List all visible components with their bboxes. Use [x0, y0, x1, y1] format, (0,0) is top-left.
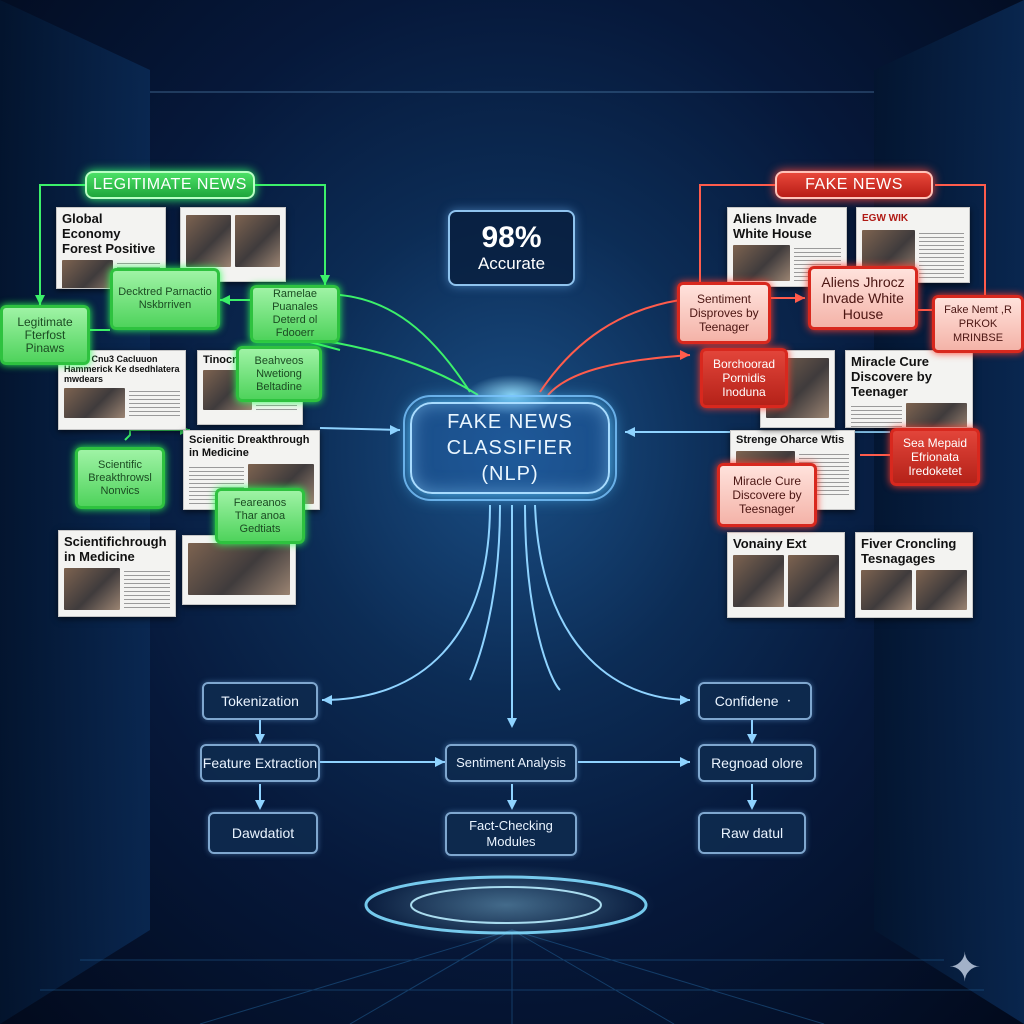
- article-photo: [861, 570, 912, 610]
- pipeline-tokenization: Tokenization: [202, 682, 318, 720]
- article-photo: [905, 403, 967, 427]
- classifier-line-3: (NLP): [481, 463, 539, 485]
- article-photo: [188, 543, 290, 595]
- article-headline: Global Economy Forest Positive: [62, 211, 156, 256]
- article-headline: Fiver Croncling Tesnagages: [861, 536, 957, 566]
- article-headline: Recnt Cnu3 Cacluuon Hammerick Ke dsedhla…: [64, 354, 180, 384]
- pipeline-sentiment-analysis: Sentiment Analysis: [445, 744, 577, 782]
- article-photo: [788, 555, 839, 607]
- fake-article-5: Vonainy Ext: [727, 532, 845, 618]
- legit-tag-3: Legitimate Fterfost Pinaws: [0, 305, 90, 365]
- fake-tag-4: Borchoorad Pornidis Inoduna: [700, 348, 788, 408]
- pipeline-raw-datul: Raw datul: [698, 812, 806, 854]
- accuracy-box: 98% Accurate: [448, 210, 575, 286]
- pipeline-dawdatiot: Dawdatiot: [208, 812, 318, 854]
- pipeline-fact-checking-modules: Fact-Checking Modules: [445, 812, 577, 856]
- fake-tag-6: Miracle Cure Discovere by Teesnager: [717, 463, 817, 527]
- legit-tag-6: Feareanos Thar anoa Gedtiats: [215, 488, 305, 544]
- accuracy-text: Accurate: [477, 254, 546, 273]
- fake-news-label: FAKE NEWS: [775, 171, 933, 199]
- fake-tag-2: Aliens Jhrocz Invade White House: [808, 266, 918, 330]
- fake-tag-3: Fake Nemt ,R PRKOK MRINBSE: [932, 295, 1024, 353]
- legit-tag-2: Ramelae Puanales Deterd ol Fdooerr: [250, 285, 340, 343]
- article-photo: [64, 568, 120, 610]
- article-text: [851, 403, 902, 427]
- fake-article-6: Fiver Croncling Tesnagages: [855, 532, 973, 618]
- fake-news-classifier: FAKE NEWS CLASSIFIER (NLP): [403, 395, 617, 501]
- legit-article-6: Scientifichrough in Medicine: [58, 530, 176, 617]
- article-photo: [186, 215, 231, 267]
- article-photo: [64, 388, 126, 418]
- article-headline: Miracle Cure Discovere by Teenager: [851, 354, 932, 399]
- article-photo: [733, 245, 790, 281]
- pipeline-regnoad-olore: Regnoad olore: [698, 744, 816, 782]
- pipeline-feature-extraction: Feature Extraction: [200, 744, 320, 782]
- classifier-line-1: FAKE NEWS: [447, 411, 573, 433]
- article-headline: Scientifichrough in Medicine: [64, 534, 167, 564]
- classifier-line-2: CLASSIFIER: [446, 437, 574, 459]
- legit-article-3: Recnt Cnu3 Cacluuon Hammerick Ke dsedhla…: [58, 350, 186, 430]
- sparkle-icon: ✦: [948, 946, 982, 990]
- fake-article-7: [760, 350, 835, 428]
- article-text: [123, 568, 170, 610]
- fake-tag-1: Sentiment Disproves by Teenager: [677, 282, 771, 344]
- legit-tag-1: Decktred Parnactio Nskbrriven: [110, 268, 220, 330]
- article-text: [129, 388, 180, 418]
- article-photo: [235, 215, 280, 267]
- accuracy-value: 98%: [481, 221, 542, 254]
- article-photo: [62, 260, 114, 288]
- legit-tag-4: Beahveos Nwetiong Beltadine: [236, 346, 322, 402]
- legit-article-7: [182, 535, 296, 605]
- article-headline: EGW WIK: [862, 213, 909, 224]
- article-text: [919, 230, 964, 278]
- article-photo: [733, 555, 784, 607]
- fake-tag-5: Sea Mepaid Efrionata Iredoketet: [890, 428, 980, 486]
- fake-article-3: Miracle Cure Discovere by Teenager: [845, 350, 973, 428]
- article-headline: Scienitic Dreakthrough in Medicine: [189, 434, 310, 459]
- pipeline-confidence: Confidene ㆍ: [698, 682, 812, 720]
- article-photo: [916, 570, 967, 610]
- article-headline: Vonainy Ext: [733, 536, 807, 551]
- article-headline: Strenge Oharce Wtis: [736, 434, 845, 446]
- legit-tag-5: Scientific Breakthrowsl Nonvics: [75, 447, 165, 509]
- legitimate-news-label: LEGITIMATE NEWS: [85, 171, 255, 199]
- article-headline: Aliens Invade White House: [733, 211, 817, 241]
